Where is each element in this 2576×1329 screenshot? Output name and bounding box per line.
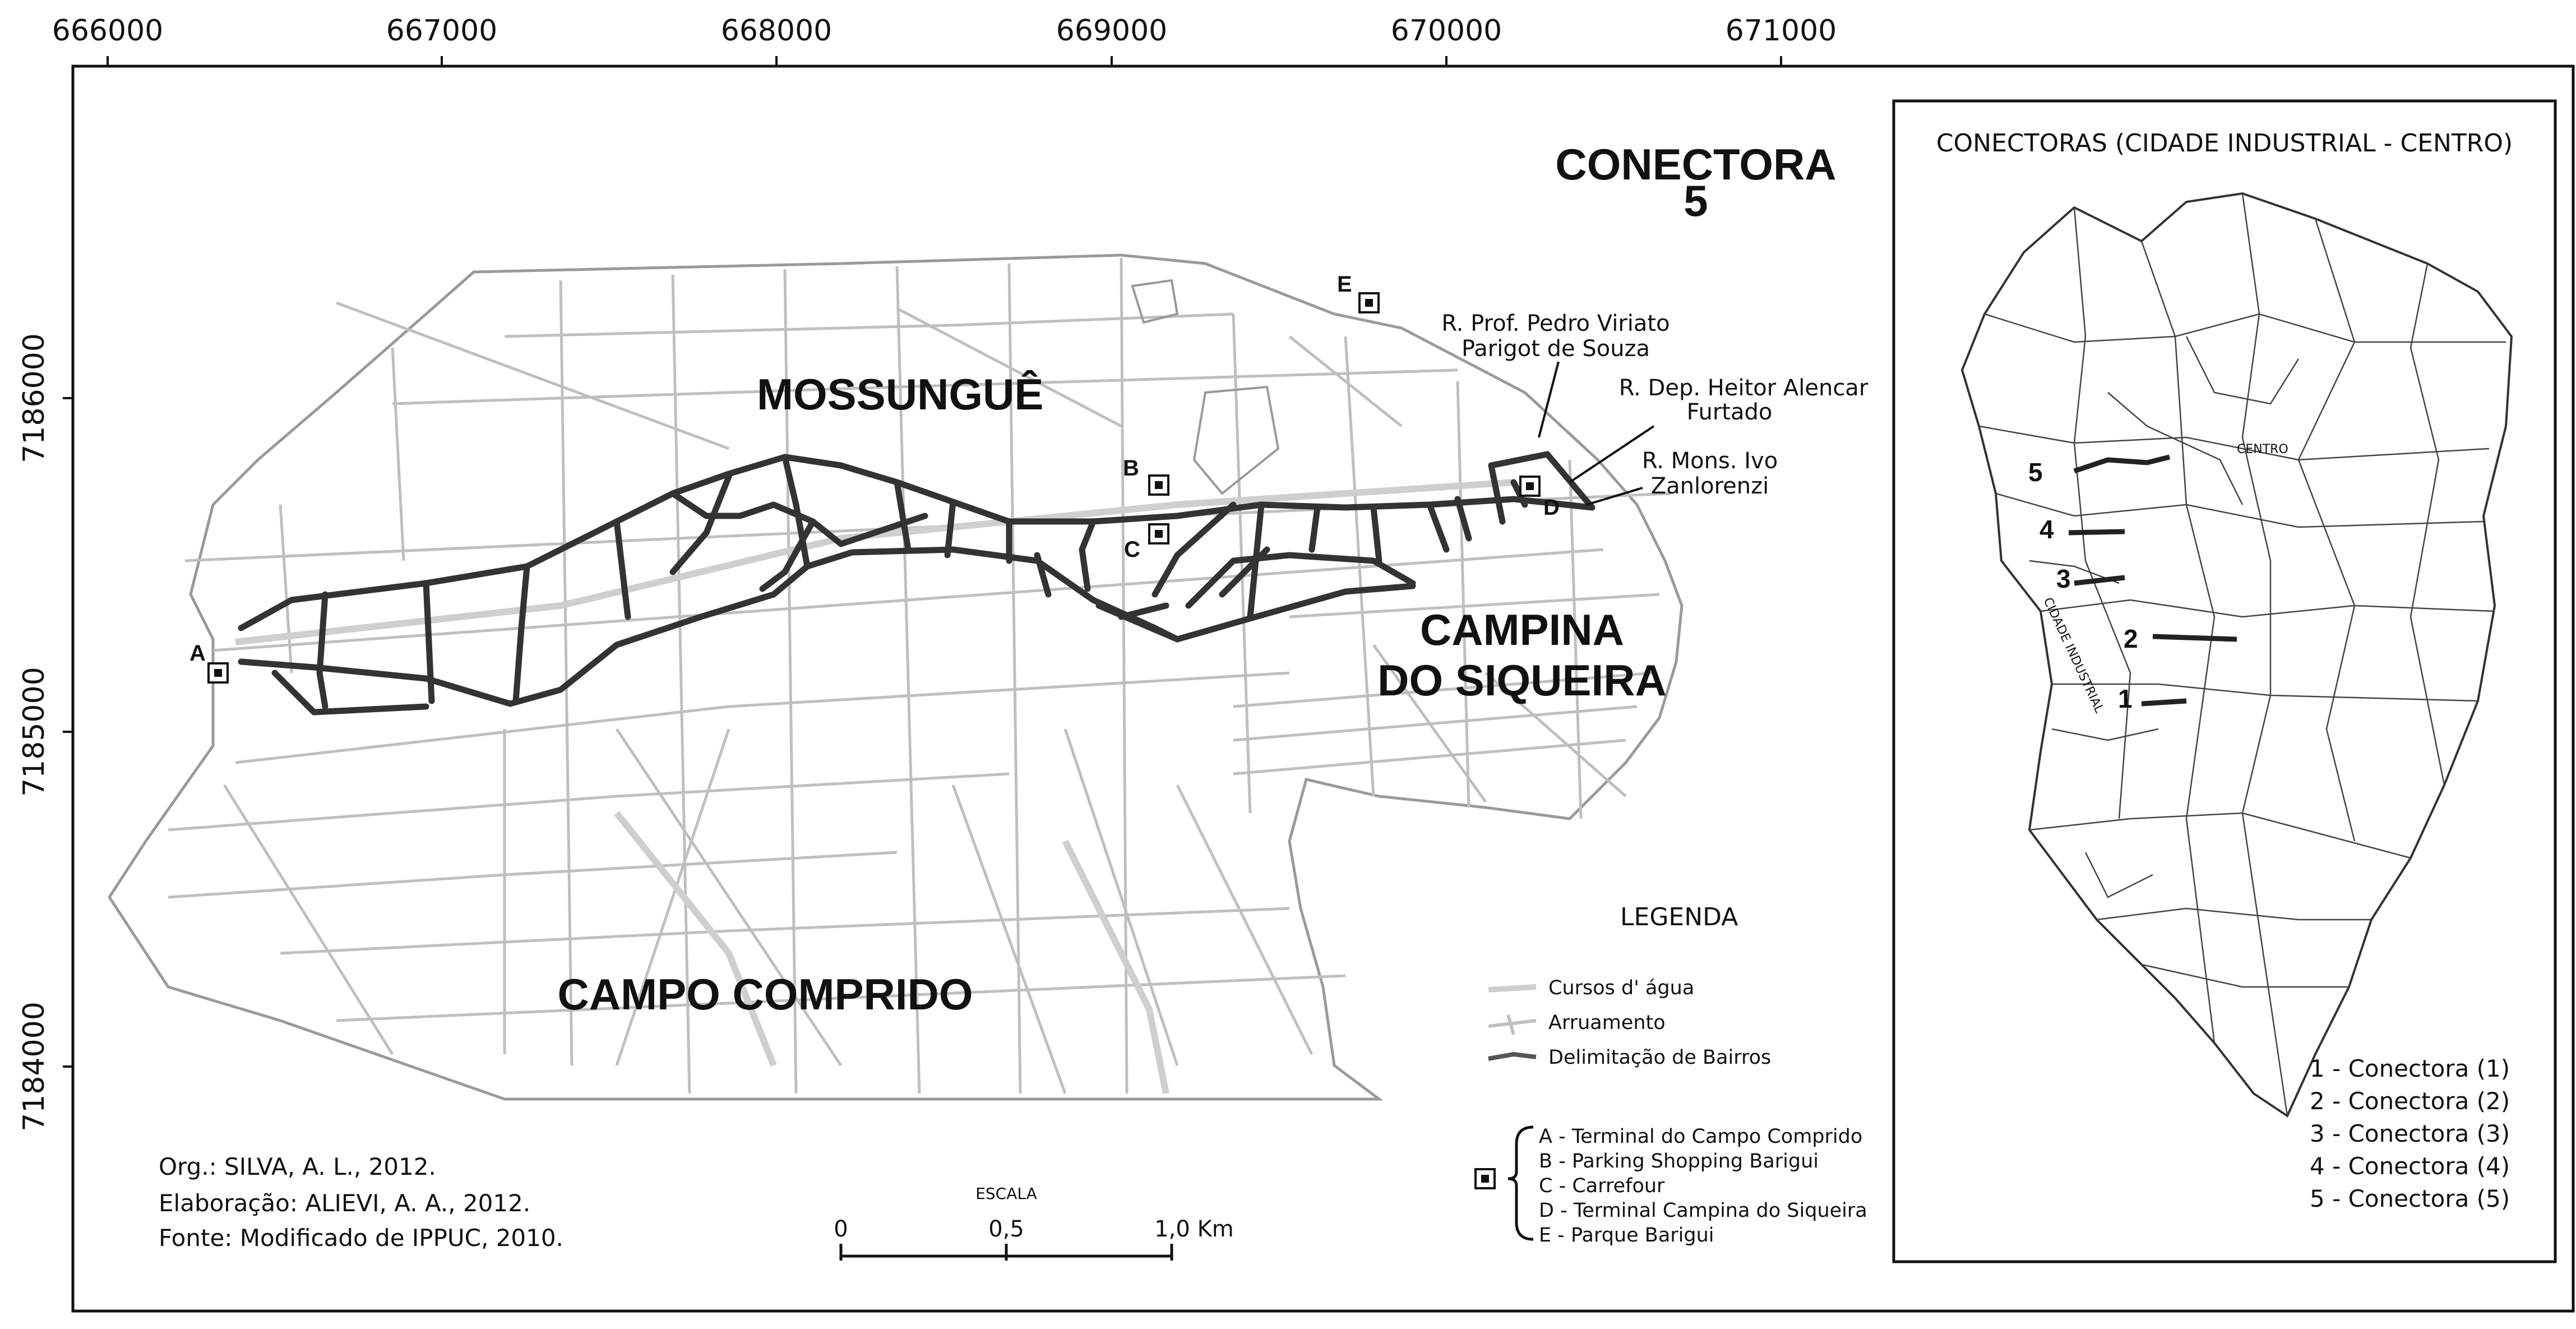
inset-number-5: 5 (2028, 458, 2043, 487)
legend-item-water: Cursos d' água (1548, 977, 1694, 999)
inset-map: CONECTORAS (CIDADE INDUSTRIAL - CENTRO) (1892, 99, 2557, 1263)
legend-boundary-swatch (1488, 1051, 1537, 1061)
poi-marker-e: E (1337, 272, 1380, 313)
legend-poi-a: A - Terminal do Campo Comprido (1539, 1125, 1862, 1148)
y-tick-label: 7185000 (17, 667, 51, 797)
x-tick-label: 670000 (1391, 14, 1502, 48)
x-tick-label: 666000 (52, 14, 164, 48)
x-tick-label: 671000 (1726, 14, 1837, 48)
inset-frame (1892, 99, 2557, 1263)
legend-item-street: Arruamento (1548, 1012, 1666, 1034)
legend-poi-d: D - Terminal Campina do Siqueira (1539, 1199, 1867, 1222)
inset-number-2: 2 (2124, 624, 2138, 653)
legend-water-swatch (1488, 984, 1537, 993)
svg-text:D: D (1543, 495, 1560, 520)
street-label-viriato-line2: Parigot de Souza (1462, 336, 1650, 362)
neighborhood-label-mossungue: MOSSUNGUÊ (757, 370, 1043, 419)
inset-list-item-3: 3 - Conectora (3) (2310, 1120, 2510, 1147)
park-area (1131, 279, 1280, 495)
inset-conectoras (2068, 454, 2237, 707)
y-tick-label: 7186000 (17, 333, 51, 463)
inset-number-3: 3 (2056, 564, 2071, 593)
inset-title: CONECTORAS (CIDADE INDUSTRIAL - CENTRO) (1936, 129, 2513, 158)
legend-poi-c: C - Carrefour (1539, 1175, 1665, 1197)
inset-list-item-4: 4 - Conectora (4) (2310, 1152, 2510, 1180)
svg-text:A: A (189, 641, 206, 666)
x-tick-label: 669000 (1056, 14, 1168, 48)
main-map-frame (71, 64, 2575, 1313)
inset-list-item-1: 1 - Conectora (1) (2310, 1055, 2510, 1082)
legend-title: LEGENDA (1620, 903, 1738, 931)
legend-poi-b: B - Parking Shopping Barigui (1539, 1150, 1819, 1173)
x-tick-marks (107, 56, 1782, 66)
scale-label-km: 1,0 Km (1154, 1216, 1234, 1242)
street-label-heitor-line2: Furtado (1687, 399, 1773, 425)
inset-number-1: 1 (2118, 684, 2133, 713)
credit-elaboracao: Elaboração: ALIEVI, A. A., 2012. (159, 1189, 530, 1217)
legend-poi-e: E - Parque Barigui (1539, 1224, 1714, 1247)
inset-label-centro: CENTRO (2237, 442, 2288, 456)
svg-text:C: C (1124, 537, 1140, 562)
y-tick-label: 7184000 (17, 1002, 51, 1132)
inset-list-item-2: 2 - Conectora (2) (2310, 1087, 2510, 1115)
poi-marker-b: B (1123, 456, 1169, 496)
x-tick-label: 667000 (386, 14, 498, 48)
neighborhood-label-campo-comprido: CAMPO COMPRIDO (558, 970, 973, 1019)
conectora-title: CONECTORA (1555, 140, 1836, 189)
legend-poi-symbol (1474, 1168, 1496, 1189)
scale-bar: ESCALA 0 0,5 1,0 Km (834, 1184, 1234, 1261)
street-leader-lines (1538, 361, 1655, 506)
street-network (168, 257, 1671, 1094)
scale-label-half: 0,5 (988, 1216, 1024, 1242)
legend: LEGENDA Cursos d' água Arruamento Delimi… (1474, 903, 1867, 1247)
street-label-heitor: R. Dep. Heitor Alencar (1619, 375, 1869, 401)
legend-item-boundary: Delimitação de Bairros (1548, 1046, 1771, 1069)
neighborhood-label-campina: CAMPINA (1420, 605, 1624, 654)
map-area: MOSSUNGUÊ CAMPINA DO SIQUEIRA CAMPO COMP… (108, 140, 1869, 1101)
inset-list-item-5: 5 - Conectora (5) (2310, 1185, 2510, 1212)
credit-fonte: Fonte: Modificado de IPPUC, 2010. (159, 1224, 563, 1252)
legend-street-swatch (1488, 1014, 1537, 1035)
street-label-viriato: R. Prof. Pedro Viriato (1441, 311, 1669, 336)
neighborhood-label-campina-line2: DO SIQUEIRA (1377, 656, 1667, 705)
poi-marker-d: D (1519, 476, 1560, 520)
legend-poi-symbol-core (1481, 1175, 1489, 1183)
scale-label-0: 0 (834, 1216, 848, 1242)
street-label-ivo: R. Mons. Ivo (1642, 448, 1778, 474)
poi-marker-c: C (1124, 523, 1169, 562)
water-courses (235, 479, 1514, 1095)
inset-city-outline (1960, 192, 2513, 1118)
conectora-number: 5 (1684, 176, 1708, 225)
scale-title: ESCALA (975, 1184, 1037, 1203)
credit-org: Org.: SILVA, A. L., 2012. (159, 1153, 436, 1180)
poi-marker-a: A (189, 641, 229, 684)
x-tick-label: 668000 (721, 14, 833, 48)
street-label-ivo-line2: Zanlorenzi (1651, 473, 1769, 499)
conectora-5-roads (238, 451, 1595, 716)
svg-text:B: B (1123, 456, 1139, 481)
legend-brace (1507, 1125, 1534, 1241)
credits: Org.: SILVA, A. L., 2012. Elaboração: AL… (159, 1153, 563, 1252)
y-tick-marks (63, 397, 73, 1068)
inset-number-4: 4 (2039, 515, 2054, 544)
svg-text:E: E (1337, 272, 1352, 297)
study-area-boundary (108, 253, 1684, 1101)
